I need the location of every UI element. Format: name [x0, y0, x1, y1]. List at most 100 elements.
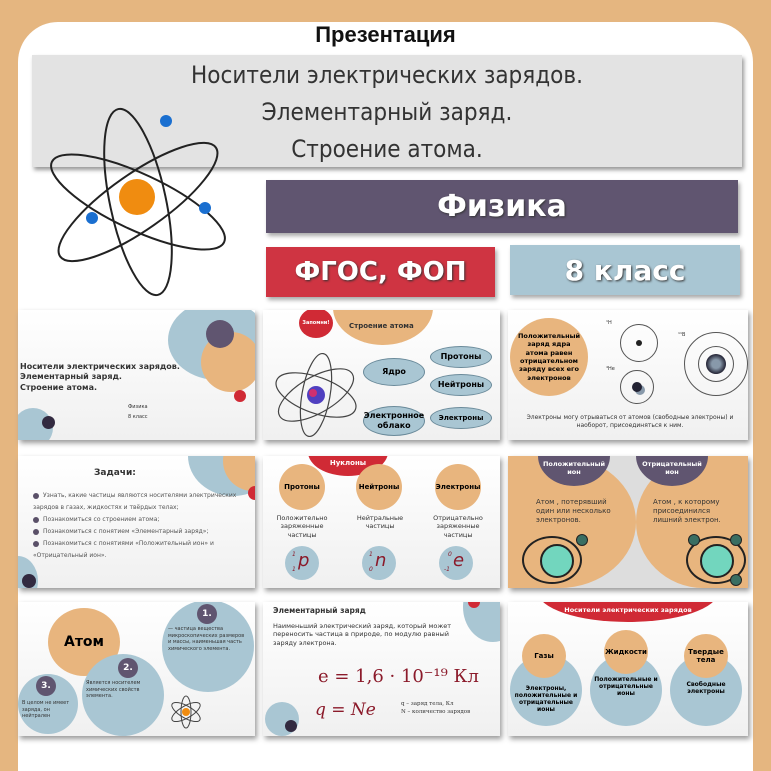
text-label: p	[298, 550, 310, 571]
text-label: Познакомиться с понятиями «Положительный…	[33, 540, 214, 559]
title-line: Строение атома.	[291, 135, 483, 163]
decorative-circle	[234, 390, 246, 402]
text-label: Протоны	[430, 346, 492, 368]
task-list: Узнать, какие частицы являются носителям…	[33, 490, 238, 562]
decorative-circle	[684, 332, 748, 396]
text-label: Нейтроны	[356, 464, 402, 510]
graphic-element	[180, 695, 192, 729]
text-label: 1	[369, 551, 373, 558]
decorative-circle	[632, 382, 642, 392]
graphic-element	[299, 352, 333, 438]
title-line: Носители электрических зарядов.	[191, 61, 583, 89]
decorative-circle	[706, 354, 726, 374]
text-label: ¹H	[606, 320, 612, 326]
text-label: -1	[444, 566, 450, 573]
graphic-element	[50, 153, 226, 251]
graphic-element	[86, 212, 98, 224]
text-label: Атом	[48, 608, 120, 676]
slide-title-text: Носители электрических зарядов.Элементар…	[20, 362, 180, 393]
slide-subject: Физика	[128, 404, 148, 410]
atom-small-icon	[171, 695, 201, 729]
text-label: Атом , к которому присоединился лишний э…	[653, 498, 721, 525]
text-label: Познакомиться с понятием «Элементарный з…	[43, 528, 209, 535]
decorative-circle	[686, 536, 746, 584]
graphic-element	[182, 708, 190, 716]
decorative-circle	[698, 346, 734, 382]
text-label: Запомни!	[299, 310, 333, 338]
text-label: Носители электрических зарядов.	[20, 362, 180, 371]
text-label: e	[453, 550, 465, 571]
text-label: ¹¹B	[678, 332, 686, 338]
graphic-element	[33, 528, 39, 535]
text-label: 0	[448, 551, 452, 558]
text-label: Элементарный заряд	[273, 606, 366, 615]
text-label: Строение атома.	[20, 382, 98, 392]
text-label: Является носителем химических свойств эл…	[86, 680, 141, 699]
decorative-circle	[620, 324, 658, 362]
slide-caption: Электроны могу отрываться от атомов (сво…	[526, 414, 734, 429]
decorative-circle	[522, 536, 582, 584]
graphic-element	[50, 107, 226, 297]
grade-banner: 8 класс	[510, 245, 740, 295]
graphic-element	[199, 202, 211, 214]
graphic-element	[33, 516, 39, 523]
graphic-element	[33, 540, 39, 547]
text-label: Положительные и отрицательные ионы	[590, 654, 662, 726]
slide-grade: 8 класс	[128, 413, 148, 420]
text-label: Отрицательно заряженные частицы	[433, 514, 483, 539]
atom-icon	[50, 107, 226, 297]
decorative-circle	[688, 534, 700, 546]
text-label: N – количество зарядов	[401, 708, 471, 715]
slide-elementary-charge: Элементарный заряд Наименьший электричес…	[263, 602, 500, 736]
decorative-circle	[700, 544, 734, 578]
text-label: e = 1,6 · 10⁻¹⁹ Кл	[318, 666, 479, 687]
text-label: q – заряд тела, Кл	[401, 701, 454, 707]
text-label: Носители электрических зарядов	[538, 602, 718, 622]
slide-tasks: Задачи: Узнать, какие частицы являются н…	[18, 456, 255, 588]
slide-charge-carriers: Носители электрических зарядов Электроны…	[508, 602, 748, 736]
text-label: Жидкости	[604, 630, 648, 674]
text-label: n	[375, 550, 387, 571]
text-label: Электроны	[435, 464, 481, 510]
text-label: Строение атома	[349, 322, 414, 330]
decorative-circle	[620, 370, 654, 404]
decorative-circle	[248, 486, 255, 500]
graphic-element	[277, 368, 355, 422]
text-label: 1	[292, 566, 296, 573]
slide-charge-balance: Положительный заряд ядра атома равен отр…	[508, 310, 748, 440]
graphic-element	[275, 352, 357, 438]
decorative-circle	[576, 534, 588, 546]
slide-atom-definition: Атом 1. — частица вещества микроскопичес…	[18, 602, 255, 736]
text-label: q = Ne	[315, 700, 376, 720]
presentation-label: Презентация	[315, 22, 456, 47]
decorative-circle	[636, 340, 642, 346]
text-label: — частица вещества микроскопических разм…	[168, 626, 245, 652]
title-line: Элементарный заряд.	[261, 98, 513, 126]
graphic-element: Физика 8 класс	[128, 403, 148, 422]
graphic-element	[103, 107, 173, 297]
graphic-element: Познакомиться с понятиями «Положительный…	[33, 538, 238, 562]
text-label: Узнать, какие частицы являются носителям…	[33, 492, 237, 511]
slide-title: Носители электрических зарядов.Элементар…	[18, 310, 255, 440]
graphic-element	[171, 701, 201, 723]
text-label: Наименьший электрический заряд, который …	[273, 622, 452, 647]
graphic-element	[171, 701, 201, 723]
graphic-element	[171, 695, 201, 729]
graphic-element	[275, 372, 357, 418]
text-label: Протоны	[279, 464, 325, 510]
text-label: 3.	[36, 676, 56, 696]
graphic-element	[309, 389, 317, 397]
text-label: Твердые тела	[684, 634, 728, 678]
text-label: 1.	[197, 604, 217, 624]
decorative-circle	[22, 574, 36, 588]
text-label: Атом , потерявший один или несколько эле…	[536, 498, 611, 525]
text-label: Нейтроны	[430, 374, 492, 396]
text-label: Положительно заряженные частицы	[276, 514, 328, 539]
text-label: 2.	[118, 658, 138, 678]
text-label: Положительный заряд ядра атома равен отр…	[510, 318, 588, 396]
text-label: 1	[292, 551, 296, 558]
